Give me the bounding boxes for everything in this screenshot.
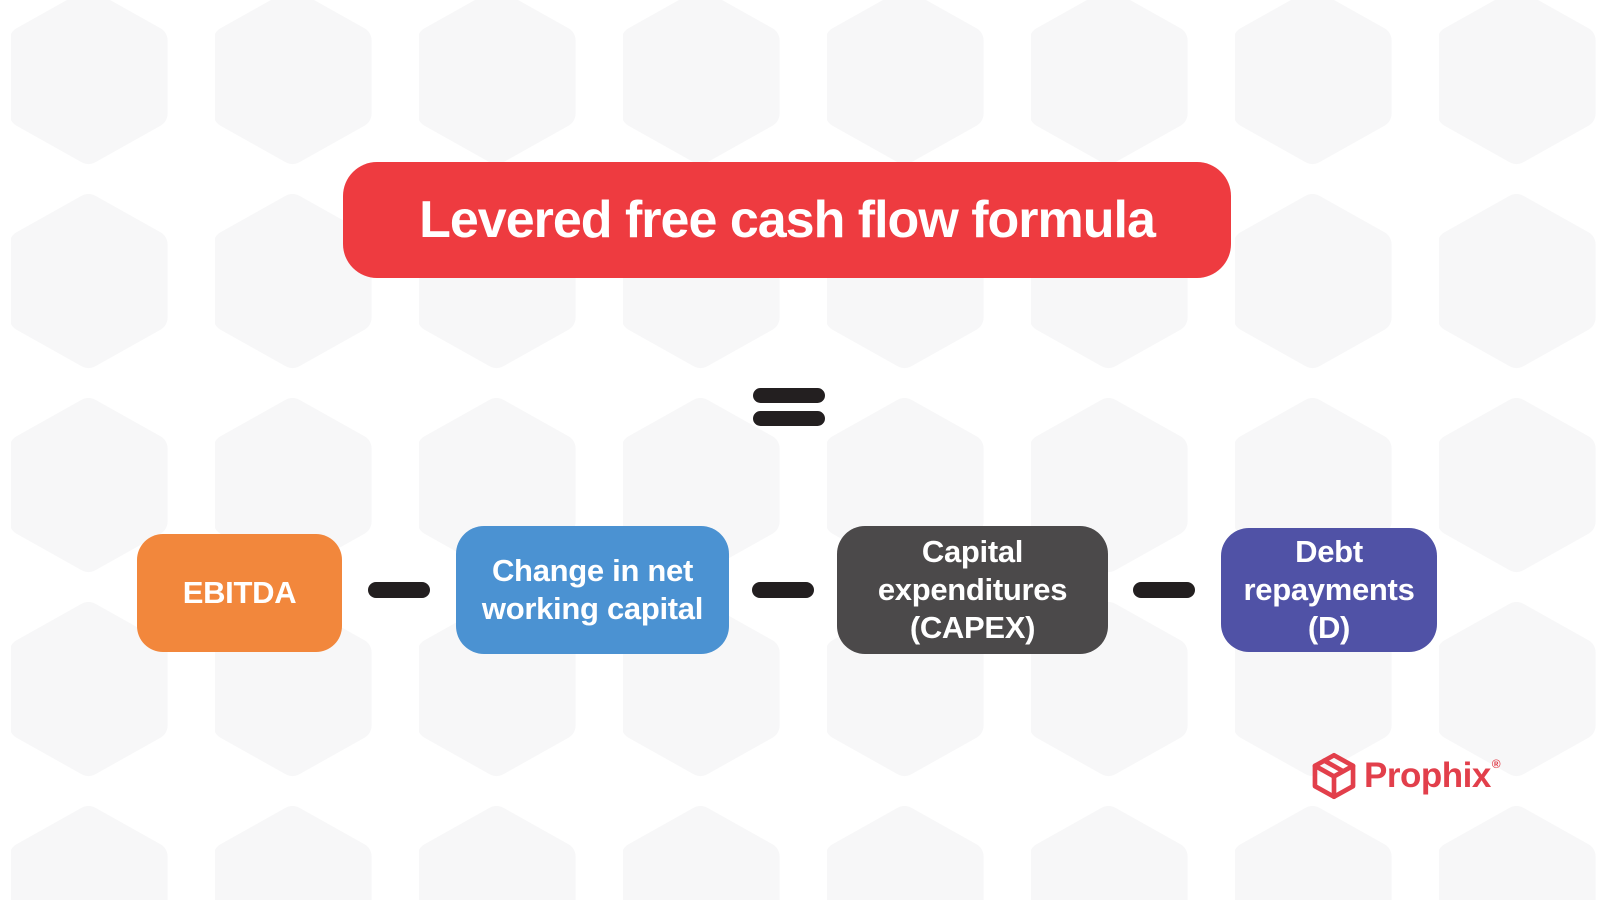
term-label: Capital <box>921 534 1024 569</box>
minus-icon <box>368 582 430 598</box>
term-label: (D) <box>1307 610 1351 645</box>
equals-bar-top <box>753 388 825 403</box>
minus-icon <box>1133 582 1195 598</box>
page-title: Levered free cash flow formula <box>419 191 1156 249</box>
term-label: working capital <box>481 591 704 626</box>
term-label: (CAPEX) <box>909 610 1036 645</box>
term-box-capital-expenditures: Capital expenditures (CAPEX) <box>837 526 1108 654</box>
term-box-change-in-net-working-capital: Change in net working capital <box>456 526 729 654</box>
prophix-cube-icon <box>1312 752 1356 800</box>
equals-bar-bottom <box>753 411 825 426</box>
term-box-ebitda: EBITDA <box>137 534 342 652</box>
term-label: Debt <box>1295 534 1363 569</box>
term-label: expenditures <box>877 572 1068 607</box>
minus-icon <box>752 582 814 598</box>
term-label: repayments <box>1243 572 1415 607</box>
term-label: Change in net <box>491 553 694 588</box>
logo-text: Prophix <box>1364 756 1491 795</box>
prophix-logo: Prophix ® <box>1312 752 1501 800</box>
term-box-debt-repayments: Debt repayments (D) <box>1221 528 1437 652</box>
equals-icon <box>753 388 825 426</box>
registered-mark: ® <box>1491 757 1501 771</box>
title-banner: Levered free cash flow formula <box>343 162 1231 278</box>
term-label: EBITDA <box>182 575 297 610</box>
